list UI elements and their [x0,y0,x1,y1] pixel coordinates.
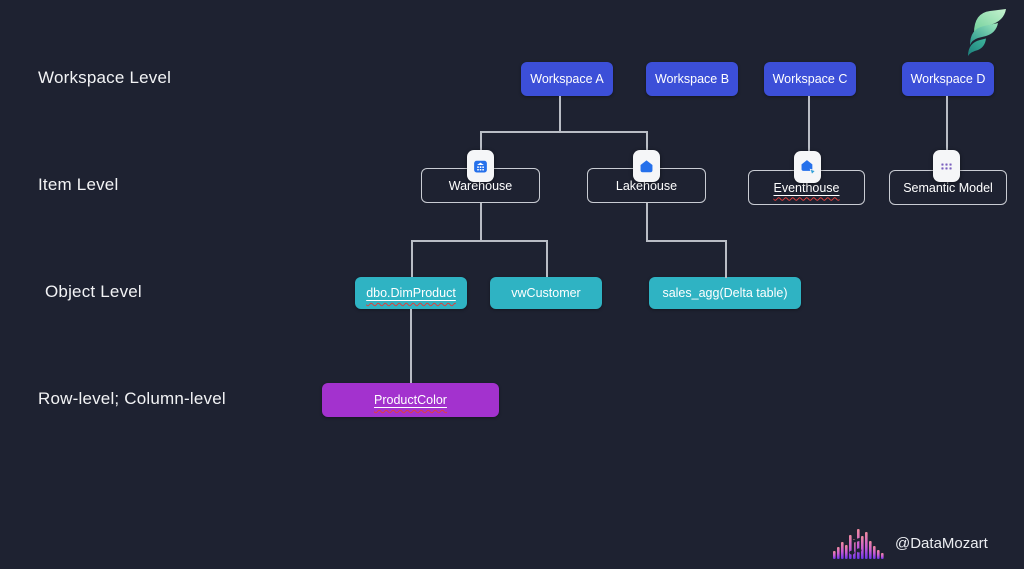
datamozart-bars-icon [833,529,884,559]
workspace-a-label: Workspace A [530,72,604,86]
connector-line [410,309,412,383]
workspace-b-node[interactable]: Workspace B [646,62,738,96]
dbo-dimproduct-label-wrap: dbo.DimProduct [366,286,456,300]
microsoft-fabric-logo [968,9,1006,56]
lakehouse-label: Lakehouse [615,178,678,193]
productcolor-node[interactable]: ProductColor [322,383,499,417]
eventhouse-label: Eventhouse [773,180,840,195]
connector-line [646,131,648,153]
vwcustomer-node[interactable]: vwCustomer [490,277,602,309]
connector-line [646,240,726,242]
connector-line [480,203,482,241]
connector-line [411,240,547,242]
warehouse-icon [467,150,494,182]
warehouse-label: Warehouse [448,178,513,193]
workspace-c-node[interactable]: Workspace C [764,62,856,96]
level-label-object: Object Level [45,282,142,301]
connector-line [480,131,482,153]
workspace-d-label: Workspace D [910,72,986,86]
connector-line [546,240,548,277]
dbo-dimproduct-node[interactable]: dbo.DimProduct [355,277,467,309]
connector-line [946,96,948,153]
lakehouse-icon [633,150,660,182]
watermark: @DataMozart [832,527,988,559]
level-label-item: Item Level [38,175,119,194]
sales-agg-label: sales_agg(Delta table) [662,286,788,300]
level-label-workspace: Workspace Level [38,68,172,87]
workspace-c-label: Workspace C [772,72,848,86]
workspace-b-label: Workspace B [654,72,730,86]
connector-line [725,240,727,278]
dbo-dimproduct-label: dbo.DimProduct [366,286,456,300]
connector-line [411,240,413,277]
level-label-row-column: Row-level; Column-level [38,389,226,408]
workspace-a-node[interactable]: Workspace A [521,62,613,96]
connector-line [646,203,648,241]
productcolor-label-wrap: ProductColor [374,393,447,407]
vwcustomer-label: vwCustomer [511,286,581,300]
sales-agg-node[interactable]: sales_agg(Delta table) [649,277,801,309]
connector-line [480,131,648,133]
eventhouse-icon [794,151,821,183]
productcolor-label: ProductColor [374,393,447,407]
connector-line [808,96,810,153]
semantic-model-label: Semantic Model [903,180,993,195]
eventhouse-label-wrap: Eventhouse [773,181,839,195]
connector-line [559,96,561,132]
workspace-d-node[interactable]: Workspace D [902,62,994,96]
semantic-model-icon [933,150,960,182]
watermark-handle: @DataMozart [895,534,988,552]
